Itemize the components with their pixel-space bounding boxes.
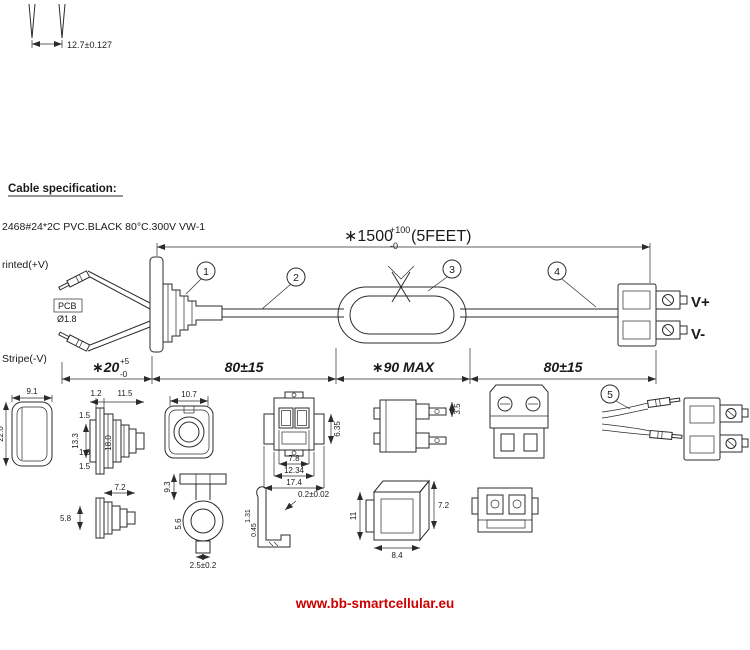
boot-body-dim: 13.3 [71,433,80,449]
wire-terminal-top [58,270,91,291]
small-plug-width-dim: 7.2 [114,483,126,492]
detail-housing-side: 3.5 [373,399,462,453]
boot-step2-dim: 1.8 [79,448,91,457]
balloon-1: 1 [185,261,216,295]
balloon-3-number: 3 [449,264,455,276]
boot-step1-dim: 1.5 [79,411,91,420]
cap-width-dim: 9.1 [26,387,38,396]
pcb-box [53,298,83,313]
pcb-label: PCB [58,301,77,311]
printed-plus-label: rinted(+V) [2,259,48,271]
website-url: www.bb-smartcellular.eu [295,596,455,611]
detail-housing-3d: 11 8.4 7.2 [349,479,450,560]
strip-dim-main: ∗20 [92,359,120,375]
balloon-2-number: 2 [293,272,299,284]
conn-body-width-dim: 12.34 [284,466,305,475]
grommet-stem-dim: 5.6 [174,518,183,530]
cable-coil [337,265,467,344]
flange [149,256,164,353]
strain-relief-boot [162,283,223,343]
balloon-3: 3 [427,259,462,292]
detail-end-cap: 9.1 22.0 [0,387,53,467]
plug-face-width-dim: 10.7 [181,390,197,399]
overall-dim-sup: +100 [390,225,410,235]
pin-dim: 3.5 [453,403,462,415]
overall-dim-main: ∗1500 [344,228,393,245]
balloon-4-number: 4 [554,266,560,278]
boot-height-dim: 18.0 [104,435,113,451]
box-width-dim: 8.4 [391,551,403,560]
v-plus-label: V+ [691,294,710,311]
coil-dim: ∗90 MAX [372,359,436,375]
crimp-dim-b: 0.45 [251,523,258,537]
output-connector: V+ V- [617,283,710,347]
length-dimensions: ∗20 +5 -0 80±15 ∗90 MAX 80±15 [61,348,657,384]
hole-dia-label: Ø1.8 [57,314,77,324]
detail-grommet: 9.3 5.6 2.5±0.2 [163,473,227,570]
pcb-wires [87,270,151,352]
balloon-1-number: 1 [203,266,209,278]
wire-terminal-bottom [58,331,91,352]
boot-length-dim: 11.5 [118,389,134,398]
strip-dim-sub: -0 [120,370,128,379]
detail-plug-face: 10.7 [164,390,214,459]
coil-tie [391,271,411,303]
small-plug-height-dim: 5.8 [60,514,72,523]
detail-output-terminals: 5 [600,384,749,461]
segment-left-dim: 80±15 [225,359,264,375]
section-title: Cable specification: [8,183,117,195]
left-connector-assembly: rinted(+V) PCB Ø1.8 Stripe(-V) [2,256,223,365]
balloon-4: 4 [547,261,597,308]
detail-contact-block [471,487,539,533]
conn-hole-span-dim: 7.8 [288,454,300,463]
balloon-5-number: 5 [607,389,613,401]
strip-dim-sup: +5 [120,357,130,366]
v-minus-label: V- [691,326,705,343]
box-depth-dim: 7.2 [438,501,450,510]
stripe-minus-label: Stripe(-V) [2,353,47,365]
cap-height-dim: 22.0 [0,426,5,442]
detail-connector-face: 7.8 12.34 17.4 6.35 [263,391,342,491]
detail-crimp-terminal: 1.31 0.45 0.2±0.02 [245,486,330,548]
cable [222,308,618,318]
segment-right-dim: 80±15 [544,359,583,375]
conn-height-dim: 6.35 [333,421,342,437]
boot-step3-dim: 1.5 [79,462,91,471]
overall-dim-suffix: (5FEET) [411,228,471,245]
detail-terminal-block [489,384,549,459]
overall-dimension: ∗1500 +100 -0 (5FEET) [156,225,651,283]
conn-overall-width-dim: 17.4 [286,478,302,487]
section-heading: Cable specification: [8,183,123,197]
box-height-dim: 11 [349,511,358,520]
detail-small-plug: 5.8 7.2 [60,483,136,539]
grommet-thickness-dim: 2.5±0.2 [190,561,217,570]
balloon-2: 2 [261,267,306,310]
overall-dim-sub: -0 [390,241,398,251]
crimp-tolerance-dim: 0.2±0.02 [298,490,330,499]
crimp-terminal-bottom [649,429,683,440]
crimp-dim-a: 1.31 [245,509,252,523]
wire-pair-detail: 12.7±0.127 [28,3,112,50]
wire-gap-dim-label: 12.7±0.127 [67,40,112,50]
balloon-5: 5 [600,384,631,410]
grommet-head-dim: 9.3 [163,481,172,493]
detail-strain-relief: 1.2 11.5 1.5 13.3 1.8 1.5 18.0 [71,389,145,475]
boot-flange-dim: 1.2 [90,389,102,398]
crimp-terminal-top [646,396,681,409]
cable-spec-text: 2468#24*2C PVC.BLACK 80°C.300V VW-1 [2,221,205,233]
